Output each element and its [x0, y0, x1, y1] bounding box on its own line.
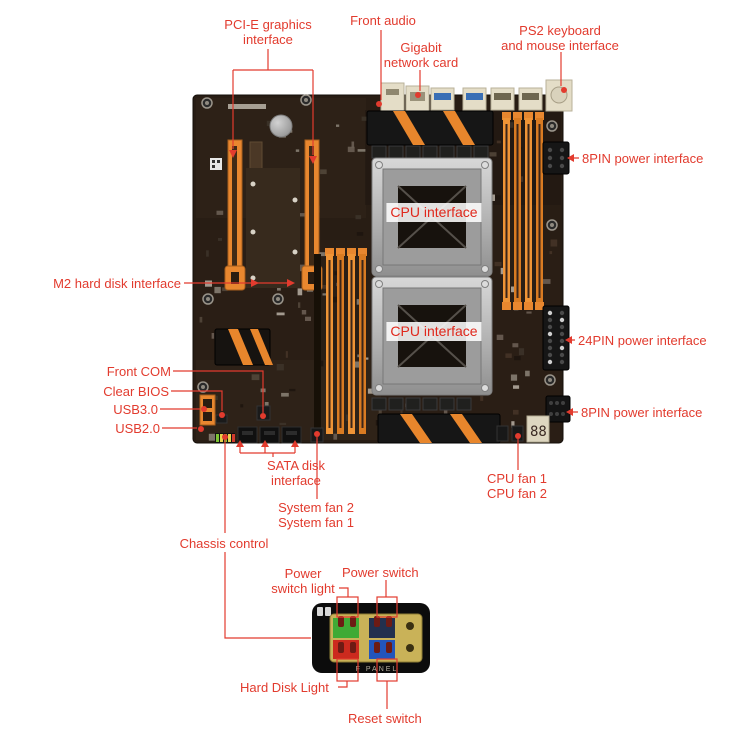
label-line: 8PIN power interface — [581, 405, 703, 420]
cmos-battery — [269, 114, 293, 138]
power-connector-24pin — [542, 305, 570, 371]
label-line: PCI-E graphics — [224, 17, 312, 32]
label-reset-switch: Reset switch — [348, 711, 422, 726]
label-hard-disk-light: Hard Disk Light — [240, 680, 329, 695]
label-line: CPU fan 2 — [487, 486, 547, 501]
label-line: interface — [271, 473, 321, 488]
label-sata-interface: SATA disk interface — [267, 458, 325, 488]
sata-ports — [237, 426, 302, 444]
label-8pin-power-bottom: 8PIN power interface — [581, 405, 702, 420]
label-usb30: USB3.0 — [113, 402, 158, 417]
ram-slots-right — [502, 112, 544, 310]
label-power-switch: Power switch — [342, 565, 419, 580]
label-line: USB2.0 — [115, 421, 160, 436]
label-cpu-interface-2: CPU interface — [386, 322, 482, 341]
qr-code — [210, 158, 222, 170]
power-connector-8pin-top — [542, 141, 570, 175]
motherboard-photo: 88 — [192, 79, 573, 444]
label-line: 24PIN power interface — [578, 333, 707, 348]
power-connector-8pin-bottom — [545, 395, 571, 423]
label-line: Front audio — [350, 13, 416, 28]
leader-dots — [198, 87, 574, 447]
label-line: Chassis control — [179, 536, 269, 551]
svg-text:88: 88 — [530, 424, 547, 440]
label-m2-interface: M2 hard disk interface — [53, 276, 181, 291]
serial-label — [228, 104, 266, 109]
label-power-switch-light: Power switch light — [271, 566, 335, 596]
vrm-chokes-top — [371, 145, 489, 159]
vrm-chokes-bottom — [371, 397, 472, 411]
label-usb20: USB2.0 — [115, 421, 160, 436]
label-line: switch light — [271, 581, 335, 596]
label-line: SATA disk — [266, 458, 326, 473]
label-24pin-power: 24PIN power interface — [578, 333, 707, 348]
label-cpu-fans: CPU fan 1 CPU fan 2 — [487, 471, 547, 501]
label-line: CPU fan 1 — [487, 471, 547, 486]
label-front-com: Front COM — [107, 364, 171, 379]
ram-slots-middle — [314, 248, 367, 434]
front-panel-inset-photo: F PANEL — [312, 603, 430, 673]
label-line: USB3.0 — [113, 402, 158, 417]
label-8pin-power-top: 8PIN power interface — [582, 151, 703, 166]
label-line: Power — [284, 566, 322, 581]
chipset-heatsink — [214, 328, 273, 366]
label-line: and mouse interface — [501, 38, 619, 53]
label-line: network card — [383, 55, 459, 70]
label-gigabit-network-card: Gigabit network card — [384, 40, 458, 70]
leader-lines — [160, 30, 579, 709]
label-line: PS2 keyboard — [519, 23, 601, 38]
label-line: CPU interface — [390, 323, 478, 339]
label-ps2-interface: PS2 keyboard and mouse interface — [501, 23, 619, 53]
m2-slot-area — [246, 168, 300, 288]
mounting-holes — [197, 94, 558, 393]
label-cpu-interface-1: CPU interface — [386, 203, 482, 222]
label-line: 8PIN power interface — [582, 151, 704, 166]
label-line: System fan 2 — [278, 500, 354, 515]
label-line: Front COM — [106, 364, 171, 379]
debug-led-display: 88 — [526, 415, 550, 443]
vrm-heatsink-top — [366, 110, 494, 146]
label-line: System fan 1 — [278, 515, 354, 530]
f-panel-text: F PANEL — [356, 666, 399, 673]
label-line: Power switch — [342, 565, 419, 580]
label-clear-bios: Clear BIOS — [103, 384, 169, 399]
label-line: Reset switch — [348, 711, 422, 726]
label-line: Clear BIOS — [103, 384, 169, 399]
pcie-slot-1 — [224, 139, 246, 291]
label-line: M2 hard disk interface — [53, 276, 181, 291]
label-line: Gigabit — [400, 40, 442, 55]
vrm-heatsink-bottom — [377, 413, 501, 444]
label-line: interface — [243, 32, 293, 47]
label-system-fans: System fan 2 System fan 1 — [278, 500, 354, 530]
label-pcie-graphics-interface: PCI-E graphics interface — [224, 17, 311, 47]
label-chassis-control: Chassis control — [180, 536, 269, 551]
label-front-audio: Front audio — [350, 13, 416, 28]
label-line: Hard Disk Light — [240, 680, 329, 695]
usb3-front-header — [199, 394, 216, 426]
label-line: CPU interface — [390, 204, 478, 220]
